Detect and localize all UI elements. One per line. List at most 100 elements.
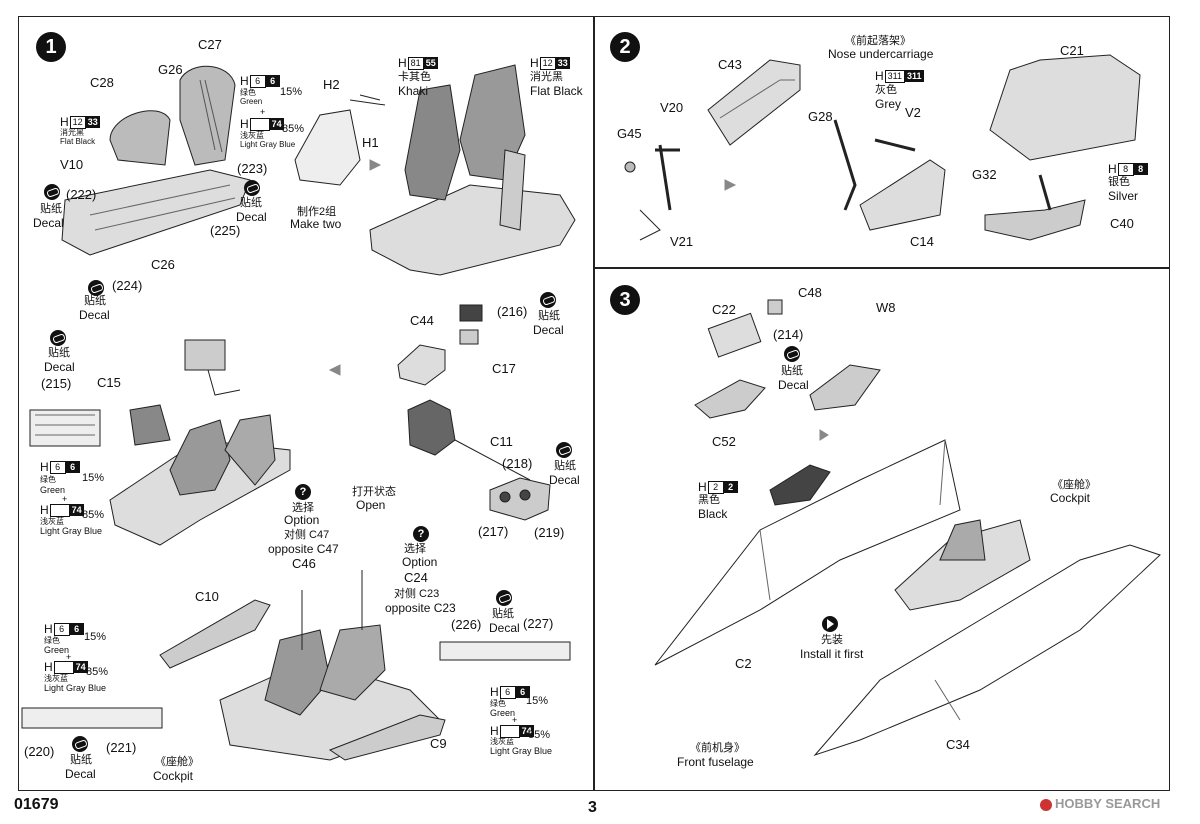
open-cn: 打开状态	[352, 486, 396, 498]
paint-green-4-en: Green	[490, 708, 516, 718]
decal-label-216: (216)	[497, 304, 528, 319]
strut-v20	[655, 144, 680, 211]
paint-green-1-cn: 绿色	[240, 88, 256, 97]
opp-c23-en: opposite C23	[385, 601, 456, 615]
plus-4: +	[512, 715, 518, 725]
part-label-h1: H1	[362, 135, 379, 150]
part-label-c52: C52	[712, 434, 736, 449]
decal-label-219: (219)	[534, 525, 565, 540]
paint-silver-en: Silver	[1108, 189, 1139, 203]
decal-label-218: (218)	[502, 456, 533, 471]
opp-c23-cn: 对侧 C23	[394, 588, 440, 600]
part-label-c34: C34	[946, 737, 970, 752]
decal-216-en: Decal	[533, 323, 564, 337]
option-c46-en: Option	[284, 513, 320, 527]
part-label-v21: V21	[670, 234, 694, 249]
plus-1: +	[260, 107, 266, 117]
decal-226-cn: 贴纸	[492, 608, 514, 620]
canopy-c52	[694, 379, 766, 419]
decal-label-217: (217)	[478, 524, 509, 539]
decal-label-224: (224)	[112, 278, 143, 293]
decal-label-227: (227)	[523, 616, 554, 631]
paint-green-4-cn: 绿色	[490, 699, 506, 708]
install-first-cn: 先装	[821, 634, 843, 646]
watermark-logo-icon	[1040, 798, 1052, 811]
paint-lgb-2-cn: 浅灰蓝	[40, 517, 64, 526]
cockpit-step3-cn: 《座舱》	[1052, 479, 1096, 491]
paint-flat-black-1-cn: 消光黑	[60, 128, 84, 137]
paint-green-1-en: Green	[240, 97, 263, 106]
decal-224-en: Decal	[79, 308, 110, 322]
windscreen	[769, 464, 831, 506]
part-label-c22: C22	[712, 302, 736, 317]
watermark: HOBBY SEARCH	[1040, 797, 1160, 811]
part-label-c17: C17	[492, 361, 516, 376]
decal-label-220: (220)	[24, 744, 55, 759]
part-label-c27: C27	[198, 37, 222, 52]
make-two-cn: 制作2组	[297, 206, 337, 218]
paint-lgb-1-pct: 85%	[282, 123, 305, 135]
decal-220-en: Decal	[65, 767, 96, 781]
paint-black-cn: 黑色	[698, 494, 720, 506]
part-label-c11: C11	[490, 434, 513, 449]
decal-223-en: Decal	[236, 210, 267, 224]
option-c46-cn: 选择	[292, 502, 314, 514]
part-c17	[459, 329, 479, 345]
part-c9	[328, 714, 446, 761]
part-label-g28: G28	[808, 109, 833, 124]
nose-undercarriage-en: Nose undercarriage	[828, 47, 934, 61]
paint-green-4-pct: 15%	[526, 695, 549, 707]
part-label-w8: W8	[876, 300, 896, 315]
decal-214-cn: 贴纸	[781, 365, 803, 377]
cockpit-tub-step1b	[369, 184, 576, 276]
paint-green-3-en: Green	[44, 645, 70, 655]
nose-bay-c14	[859, 159, 946, 231]
part-label-g32: G32	[972, 167, 997, 182]
part-label-v2: V2	[905, 105, 921, 120]
decal-226-art	[439, 641, 571, 661]
paint-khaki-cn: 卡其色	[398, 71, 431, 83]
part-label-c46: C46	[292, 556, 316, 571]
paint-lgb-2-pct: 85%	[82, 509, 105, 521]
decal-icon-224	[88, 280, 104, 296]
part-c22	[707, 312, 762, 358]
paint-lgb-4-pct: 85%	[528, 729, 551, 741]
decal-226-en: Decal	[489, 621, 520, 635]
decal-icon-226	[496, 590, 512, 606]
paint-green-3-cn: 绿色	[44, 636, 60, 645]
hood	[184, 339, 226, 371]
decal-icon-216	[540, 292, 556, 308]
paint-lgb-4: H​74	[490, 724, 534, 738]
paint-lgb-1-en: Light Gray Blue	[240, 140, 296, 149]
decal-218-cn: 贴纸	[554, 460, 576, 472]
part-label-c48: C48	[798, 285, 822, 300]
part-label-c28: C28	[90, 75, 114, 90]
part-label-c24: C24	[404, 570, 428, 585]
paint-khaki-en: Khaki	[398, 84, 429, 98]
paint-lgb-3: H​74	[44, 660, 88, 674]
paint-flat-black-2-en: Flat Black	[530, 84, 583, 98]
decal-215-art	[29, 409, 101, 447]
seat-cushion-c28	[109, 110, 171, 166]
decal-220-art	[21, 707, 163, 729]
decal-label-225: (225)	[210, 223, 241, 238]
part-label-c40: C40	[1110, 216, 1134, 231]
paint-green-2-en: Green	[40, 485, 66, 495]
part-label-v20: V20	[660, 100, 684, 115]
paint-flat-black-2-cn: 消光黑	[530, 71, 563, 83]
decal-icon-222	[44, 184, 60, 200]
part-label-c44: C44	[410, 313, 434, 328]
seat-khaki	[404, 84, 461, 201]
step1-panel	[18, 16, 594, 791]
decal-label-223: (223)	[237, 161, 268, 176]
decal-215-en: Decal	[44, 360, 75, 374]
seats-bottom	[264, 629, 331, 716]
decal-216-art	[459, 304, 483, 322]
paint-black-en: Black	[698, 507, 728, 521]
decal-215-cn: 贴纸	[48, 347, 70, 359]
cockpit-step3-en: Cockpit	[1050, 491, 1091, 505]
